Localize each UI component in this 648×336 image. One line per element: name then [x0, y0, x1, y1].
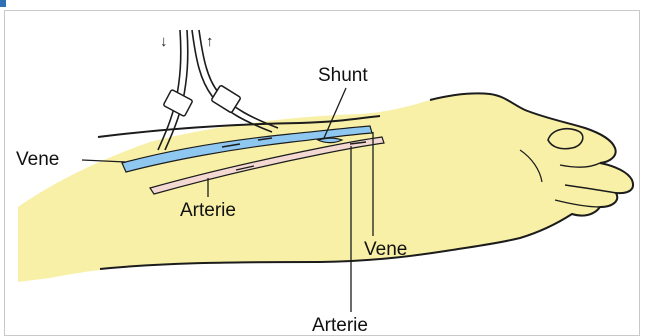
dialysis-tube-left-inner [165, 30, 188, 150]
dialysis-tube-right [192, 30, 272, 132]
flow-up-arrow-icon: ↑ [206, 34, 214, 49]
label-vene-left: Vene [16, 150, 59, 169]
label-shunt: Shunt [318, 66, 368, 85]
label-vene-right: Vene [364, 240, 407, 259]
shunt-connection [318, 138, 342, 143]
label-arterie-left: Arterie [180, 201, 236, 220]
flow-down-arrow-icon: ↓ [160, 34, 168, 49]
needle-hub-left [163, 89, 193, 116]
label-arterie-bottom: Arterie [312, 316, 368, 335]
